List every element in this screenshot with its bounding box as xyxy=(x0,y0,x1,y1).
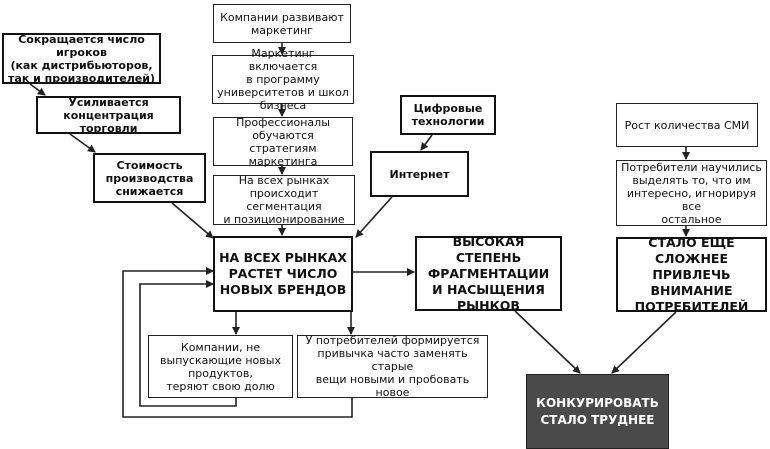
box-digital-technologies-text: Цифровые технологии xyxy=(411,102,485,128)
box-professionals-trained-text: Профессионалы обучаются стратегиям марке… xyxy=(236,115,330,168)
box-internet: Интернет xyxy=(370,151,469,197)
feedback-loop-inner xyxy=(139,280,237,407)
box-internet-text: Интернет xyxy=(389,167,450,181)
feedback-loop-outer xyxy=(122,267,353,418)
box-production-cost-text: Стоимость производства снижается xyxy=(105,158,194,198)
box-new-brands: НА ВСЕХ РЫНКАХ РАСТЕТ ЧИСЛО НОВЫХ БРЕНДО… xyxy=(213,236,353,312)
box-trade-concentration-text: Усиливается концентрация торговли xyxy=(63,95,154,135)
box-competition-harder: КОНКУРИРОВАТЬ СТАЛО ТРУДНЕЕ xyxy=(526,374,669,449)
box-competition-harder-text: КОНКУРИРОВАТЬ СТАЛО ТРУДНЕЕ xyxy=(536,395,659,427)
box-companies-develop-marketing: Компании развивают маркетинг xyxy=(213,4,351,43)
arrow-concentration-to-cost xyxy=(69,133,96,153)
box-marketing-in-programs: Маркетинг включается в программу универс… xyxy=(212,47,354,112)
box-fewer-players-text: Сокращается число игроков (как дистрибью… xyxy=(8,32,155,85)
box-production-cost: Стоимость производства снижается xyxy=(93,153,206,203)
box-media-growth: Рост количества СМИ xyxy=(616,103,758,147)
box-fragmentation: ВЫСОКАЯ СТЕПЕНЬ ФРАГМЕНТАЦИИ И НАСЫЩЕНИЯ… xyxy=(415,233,562,313)
arrow-fragmentation-to-competition xyxy=(514,310,581,374)
arrow-digital-to-internet xyxy=(420,134,433,151)
box-fragmentation-text: ВЫСОКАЯ СТЕПЕНЬ ФРАГМЕНТАЦИИ И НАСЫЩЕНИЯ… xyxy=(427,233,550,313)
box-professionals-trained: Профессионалы обучаются стратегиям марке… xyxy=(213,115,353,168)
arrow-cost-to-brands xyxy=(171,202,214,239)
box-marketing-in-programs-text: Маркетинг включается в программу универс… xyxy=(217,47,349,112)
box-media-growth-text: Рост количества СМИ xyxy=(624,118,750,132)
box-digital-technologies: Цифровые технологии xyxy=(400,95,496,135)
box-segmentation: На всех рынках происходит сегментация и … xyxy=(213,174,355,226)
box-companies-develop-marketing-text: Компании развивают маркетинг xyxy=(220,10,344,37)
box-consumer-habit: У потребителей формируется привычка част… xyxy=(297,334,488,399)
box-new-brands-text: НА ВСЕХ РЫНКАХ РАСТЕТ ЧИСЛО НОВЫХ БРЕНДО… xyxy=(219,250,347,297)
arrow-internet-to-brands xyxy=(355,196,393,238)
box-attention-harder: СТАЛО ЕЩЕ СЛОЖНЕЕ ПРИВЛЕЧЬ ВНИМАНИЕ ПОТР… xyxy=(616,234,767,314)
box-no-new-products-text: Компании, не выпускающие новых продуктов… xyxy=(160,340,281,393)
box-fewer-players: Сокращается число игроков (как дистрибью… xyxy=(2,32,161,85)
box-attention-harder-text: СТАЛО ЕЩЕ СЛОЖНЕЕ ПРИВЛЕЧЬ ВНИМАНИЕ ПОТР… xyxy=(634,234,749,314)
box-trade-concentration: Усиливается концентрация торговли xyxy=(36,95,181,135)
box-segmentation-text: На всех рынках происходит сегментация и … xyxy=(223,174,345,226)
box-consumer-habit-text: У потребителей формируется привычка част… xyxy=(305,334,480,399)
arrow-attention-to-competition xyxy=(611,311,677,374)
box-no-new-products: Компании, не выпускающие новых продуктов… xyxy=(148,335,293,398)
box-consumers-learned: Потребители научились выделять то, что и… xyxy=(616,160,767,226)
arrow-players-to-concentration xyxy=(29,83,46,96)
box-consumers-learned-text: Потребители научились выделять то, что и… xyxy=(621,160,762,226)
